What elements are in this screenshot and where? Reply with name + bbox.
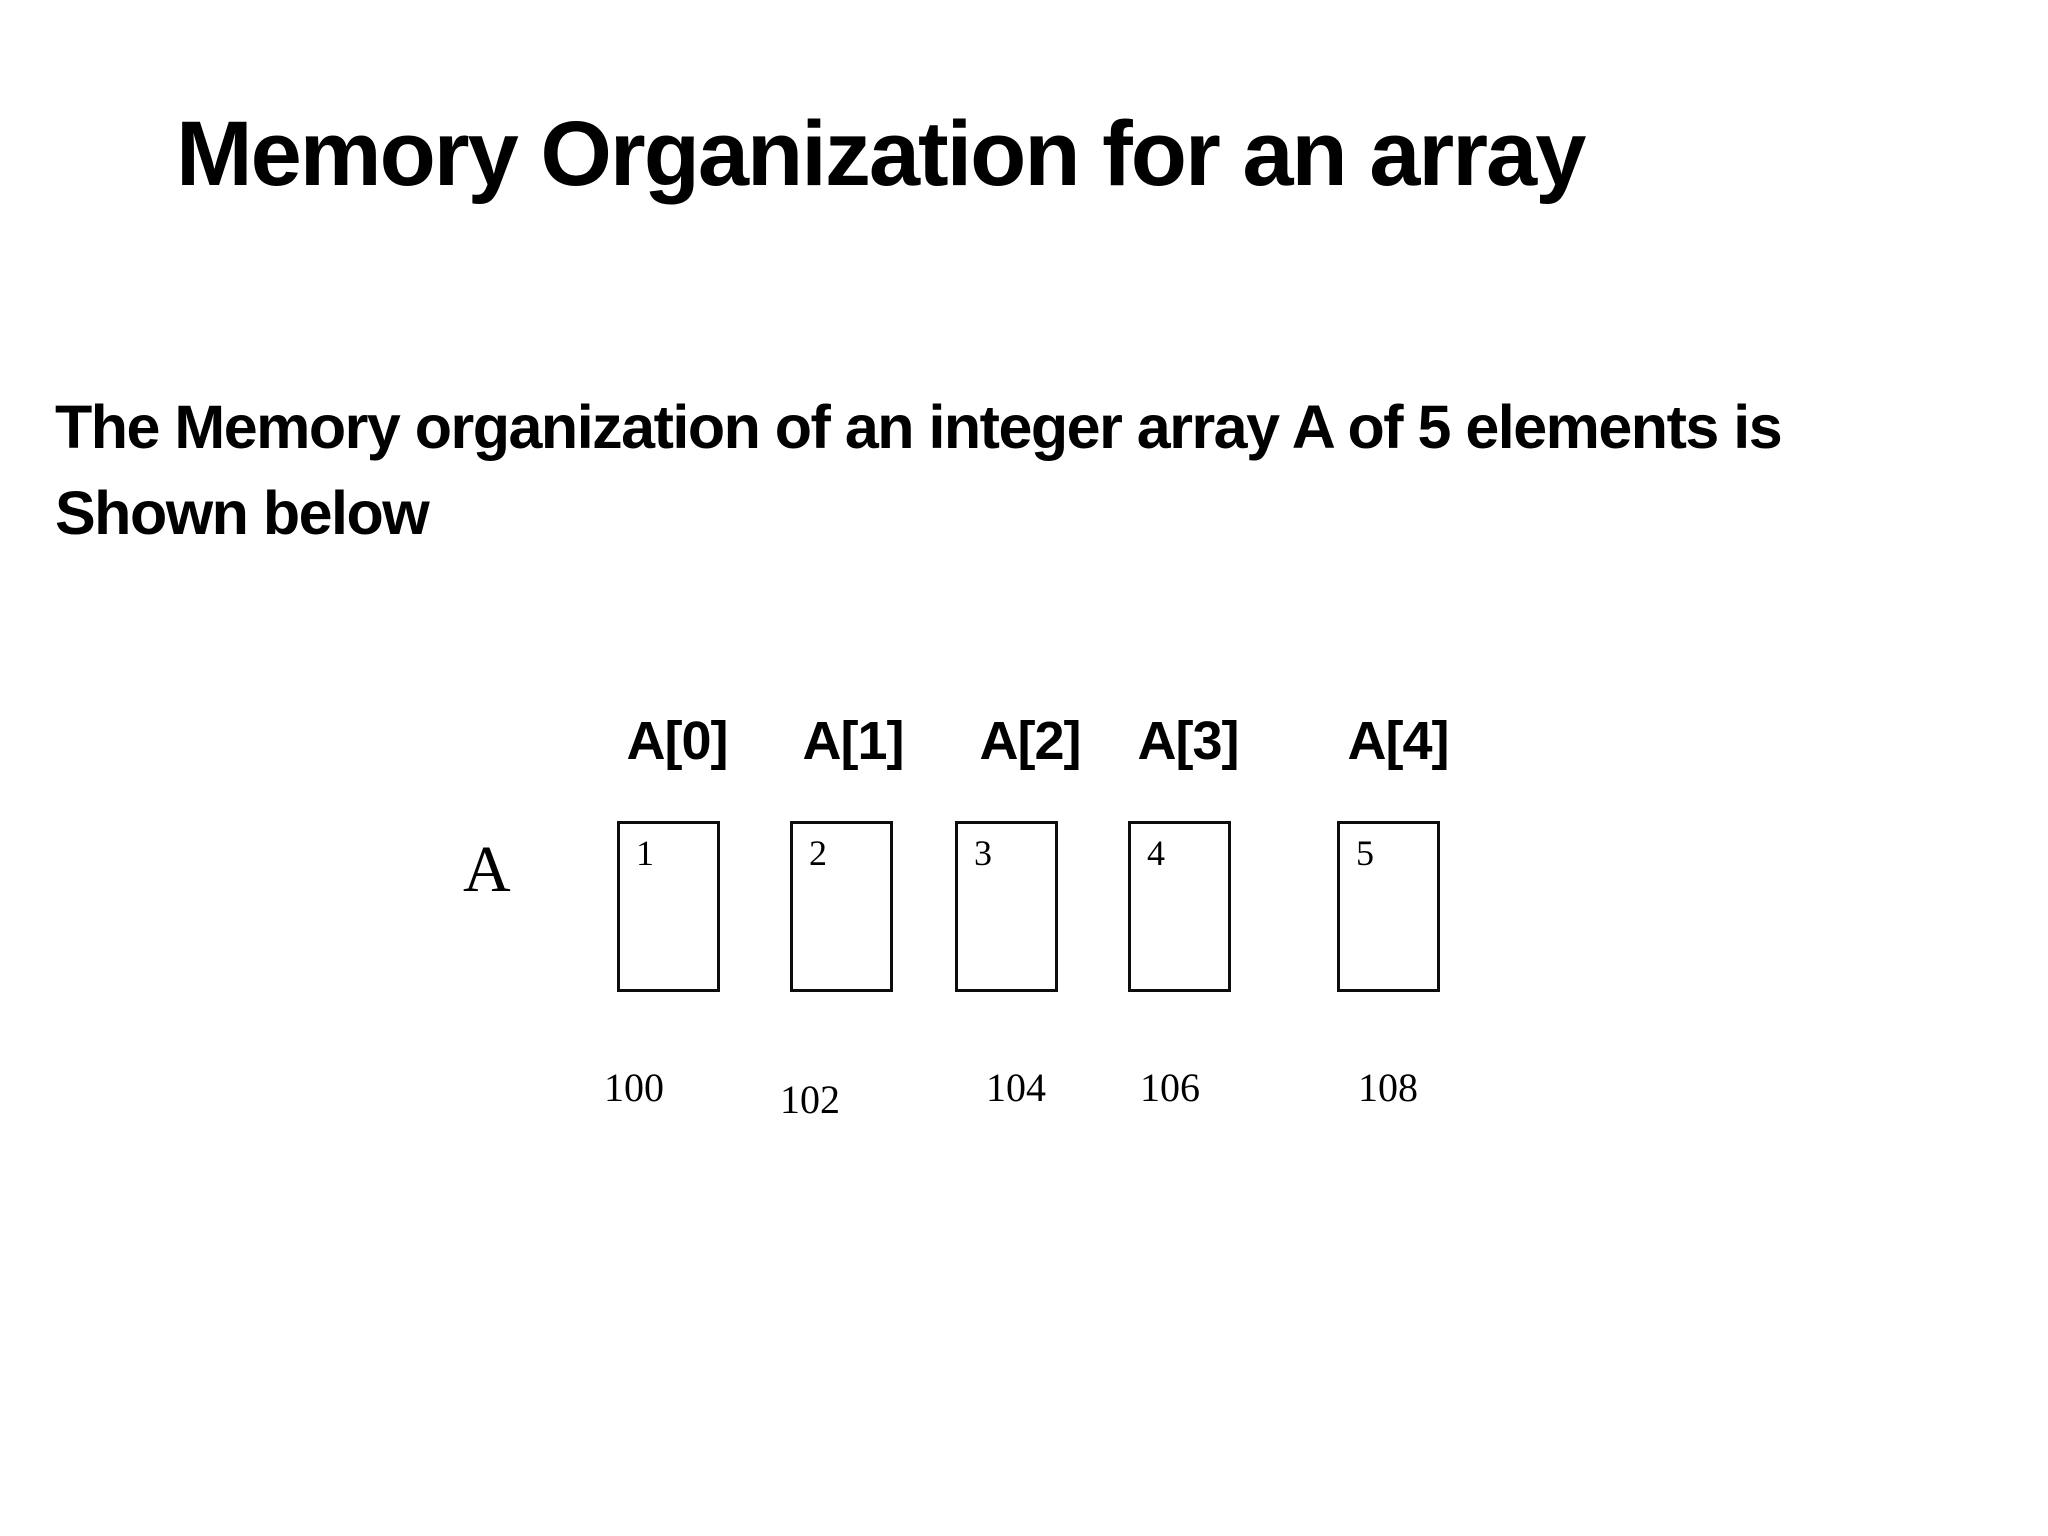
slide-title: Memory Organization for an array [176,103,1586,205]
memory-cell-box-3: 4 [1128,821,1231,992]
address-label-4: 108 [1358,1065,1418,1110]
address-label-2: 104 [986,1065,1046,1110]
cell-value-4: 5 [1356,833,1374,873]
description-line-2: Shown below [55,479,430,547]
cell-value-3: 4 [1147,833,1165,873]
index-label-a0: A[0] [626,711,729,771]
array-name-label: A [463,833,511,906]
cell-value-2: 3 [974,833,992,873]
address-label-3: 106 [1140,1065,1200,1110]
index-label-a1: A[1] [802,711,905,771]
description-line-1: The Memory organization of an integer ar… [55,393,1783,461]
cell-value-1: 2 [809,833,827,873]
cell-value-0: 1 [636,833,654,873]
index-label-a2: A[2] [979,711,1082,771]
index-label-a4: A[4] [1347,711,1450,771]
address-label-1: 102 [780,1077,840,1122]
memory-cell-box-0: 1 [617,821,720,992]
address-label-0: 100 [604,1065,664,1110]
memory-cell-box-2: 3 [955,821,1058,992]
memory-cell-box-1: 2 [790,821,893,992]
description-paragraph: The Memory organization of an integer ar… [55,384,1783,556]
index-label-a3: A[3] [1137,711,1240,771]
memory-cell-box-4: 5 [1337,821,1440,992]
